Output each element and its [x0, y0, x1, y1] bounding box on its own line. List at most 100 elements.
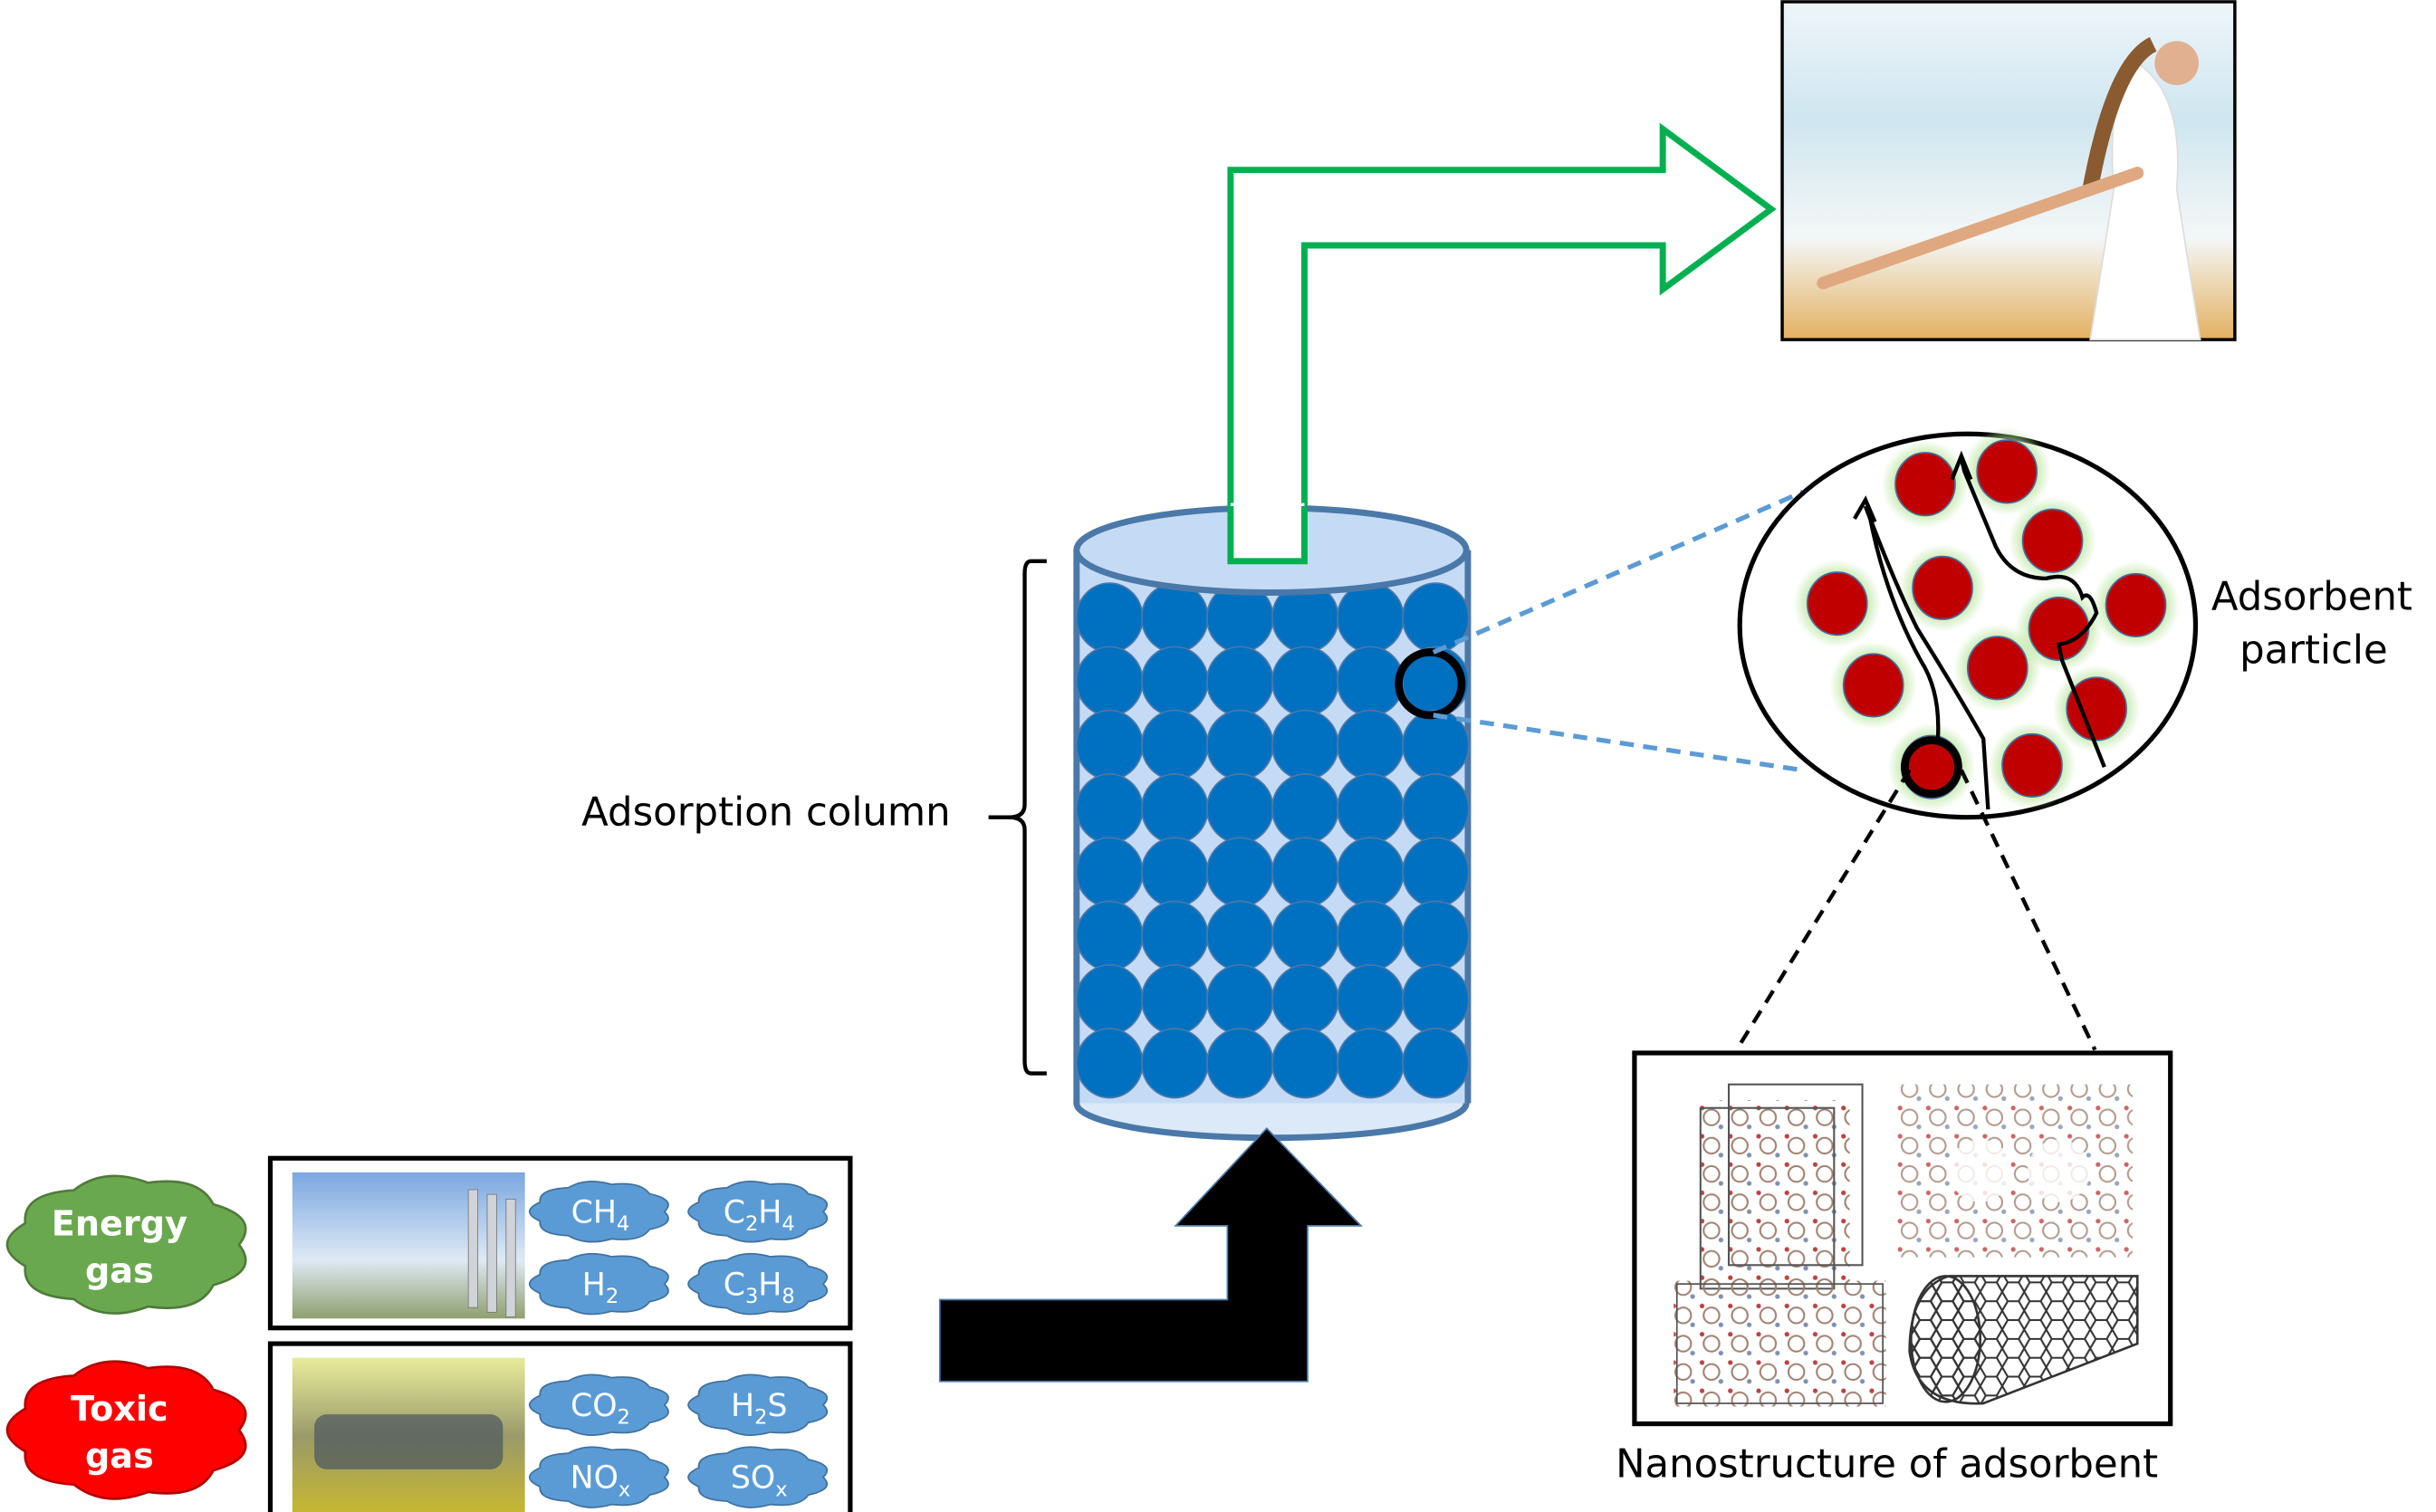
- adsorbent-bead: [1140, 773, 1209, 845]
- adsorbent-site: [2066, 676, 2127, 742]
- adsorbent-bead: [1337, 582, 1405, 654]
- output-arrow: [1227, 122, 1777, 565]
- gas-species-cloud: CH4: [528, 1181, 669, 1243]
- feed-group-1: Toxic gas CO2 H2S NOx SOx: [5, 1341, 853, 1512]
- gas-path-3: [1959, 458, 2106, 768]
- adsorbent-bead: [1271, 773, 1339, 845]
- adsorbent-particle-label-line1: Adsorbent: [2211, 575, 2412, 620]
- adsorbent-bead: [1140, 646, 1209, 717]
- adsorbent-site: [1966, 636, 2028, 701]
- adsorbent-bead: [1271, 646, 1339, 717]
- adsorbent-bead: [1271, 837, 1339, 908]
- gas-formula: H2S: [731, 1388, 787, 1430]
- adsorbent-bead: [1205, 963, 1274, 1036]
- adsorbent-particle-magnified: [1737, 427, 2199, 820]
- adsorbent-bead: [1140, 582, 1209, 654]
- gas-species-cloud: NOx: [528, 1446, 669, 1508]
- gas-formula: H2: [582, 1267, 619, 1308]
- adsorbent-bead: [1337, 773, 1405, 845]
- adsorbent-bead: [1205, 709, 1274, 780]
- adsorbent-bead: [1271, 709, 1339, 780]
- adsorbent-bead: [1075, 837, 1144, 908]
- gas-type-label: Energy: [52, 1204, 187, 1244]
- gas-type-label: gas: [85, 1251, 154, 1291]
- nano-zoom-line-right: [1959, 769, 2097, 1051]
- gas-type-cloud: [5, 1174, 247, 1315]
- adsorbent-bead: [1075, 963, 1144, 1036]
- gas-species-cloud: SOx: [687, 1446, 828, 1508]
- adsorbent-bead: [1140, 709, 1209, 780]
- carbon-nanotube: [1908, 1275, 2139, 1405]
- nano-zoom-line-left: [1734, 769, 1912, 1051]
- gas-species-cloud: CO2: [528, 1373, 669, 1436]
- adsorbent-site: [1976, 439, 2038, 504]
- adsorbent-bead: [1337, 837, 1405, 908]
- adsorbent-bead: [1075, 1028, 1144, 1099]
- gas-path-1: [1863, 505, 1941, 741]
- nanostructure-panel: [1632, 1050, 2173, 1427]
- adsorbent-bead: [1205, 837, 1274, 908]
- adsorbent-site: [1912, 555, 1973, 620]
- industrial-plant-photo: [292, 1172, 525, 1319]
- adsorbent-site: [1806, 571, 1868, 636]
- adsorbent-beads: [1075, 582, 1470, 1099]
- gas-species-cloud: C3H8: [687, 1252, 828, 1316]
- adsorbent-bead: [1402, 773, 1470, 845]
- face-shape: [2154, 41, 2199, 85]
- adsorbent-site: [2001, 732, 2063, 798]
- gas-formula: NOx: [571, 1460, 631, 1502]
- adsorbent-bead: [1337, 646, 1405, 717]
- mof-unit-cell: [1699, 1083, 1864, 1290]
- gas-formula: CH4: [571, 1194, 630, 1236]
- adsorbent-bead: [1075, 646, 1144, 717]
- gas-species-cloud: H2S: [687, 1373, 828, 1436]
- adsorbent-bead: [1271, 1028, 1339, 1099]
- zoom-line-top: [1432, 490, 1804, 655]
- gas-path-2: [1863, 505, 1990, 810]
- gas-formula: C2H4: [724, 1194, 795, 1236]
- adsorbent-bead: [1140, 900, 1209, 971]
- adsorbent-bead: [1140, 837, 1209, 908]
- adsorbent-bead: [1205, 900, 1274, 971]
- adsorbent-bead: [1402, 900, 1470, 971]
- adsorbent-bead: [1271, 900, 1339, 971]
- adsorbent-bead: [1402, 837, 1470, 908]
- zoom-line-bottom: [1433, 713, 1803, 773]
- adsorbent-bead: [1075, 900, 1144, 971]
- gas-species-cloud: H2: [528, 1252, 669, 1316]
- gas-formula: C3H8: [724, 1267, 795, 1308]
- gas-species-cloud: C2H4: [687, 1181, 828, 1243]
- adsorbent-particle-label-line2: particle: [2239, 628, 2388, 674]
- output-photo: [1780, 0, 2237, 341]
- mof-grid-framework: [1674, 1280, 1886, 1407]
- feed-arrow: [938, 1127, 1363, 1383]
- adsorbent-bead: [1337, 900, 1405, 971]
- adsorbent-bead: [1337, 1028, 1405, 1099]
- adsorbent-site: [1894, 452, 1956, 517]
- selected-bead-highlight: [1395, 648, 1466, 720]
- adsorbent-bead: [1402, 963, 1470, 1036]
- adsorbent-bead: [1075, 582, 1144, 654]
- adsorbent-bead: [1075, 709, 1144, 780]
- adsorbent-bead: [1402, 1028, 1470, 1099]
- gas-type-label: gas: [85, 1437, 154, 1477]
- adsorbent-bead: [1075, 773, 1144, 845]
- adsorbent-bead: [1140, 1028, 1209, 1099]
- selected-particle-highlight: [1901, 736, 1962, 798]
- adsorbent-bead: [1205, 773, 1274, 845]
- adsorption-column-label: Adsorption column: [581, 789, 951, 835]
- adsorbent-bead: [1140, 963, 1209, 1036]
- adsorbent-site: [1842, 653, 1904, 718]
- mof-porous-framework: [1896, 1084, 2134, 1258]
- nanostructure-label: Nanostructure of adsorbent: [1616, 1442, 2158, 1488]
- adsorbent-site: [2105, 572, 2167, 637]
- gas-formula: CO2: [571, 1388, 630, 1430]
- gas-type-cloud: [5, 1360, 247, 1500]
- adsorption-column: [1073, 502, 1472, 1142]
- column-bracket: [1009, 559, 1047, 1076]
- adsorbent-bead: [1271, 963, 1339, 1036]
- gas-type-label: Toxic: [71, 1390, 168, 1430]
